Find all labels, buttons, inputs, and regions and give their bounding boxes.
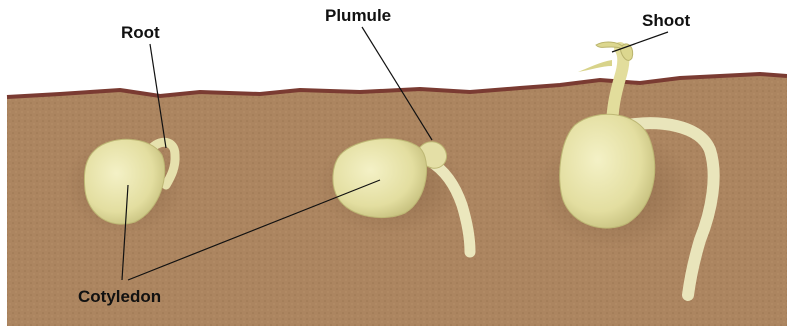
shoot-leaf-tip	[578, 60, 612, 72]
cotyledon	[560, 114, 655, 228]
root-label: Root	[121, 23, 160, 43]
shoot-leader-line	[612, 32, 668, 52]
cotyledon	[333, 139, 427, 218]
plumule-label: Plumule	[325, 6, 391, 26]
shoot-label: Shoot	[642, 11, 690, 31]
cotyledon-label: Cotyledon	[78, 287, 161, 307]
